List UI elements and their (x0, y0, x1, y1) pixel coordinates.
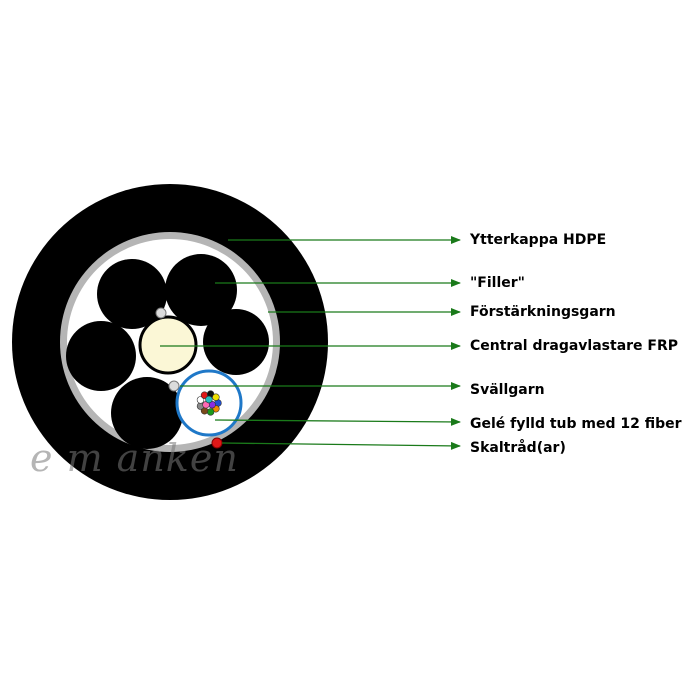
swell-yarn (168, 380, 180, 392)
leader-lines (160, 236, 461, 450)
label-outer-jacket: Ytterkappa HDPE (470, 232, 607, 248)
leader-line (221, 441, 461, 450)
filler-element (111, 377, 183, 449)
leader-line (214, 417, 461, 426)
central-strength-member (138, 315, 198, 375)
swell-yarn (155, 307, 167, 319)
fiber-bundle (196, 390, 222, 416)
filler-element (97, 259, 167, 329)
optical-fiber (206, 408, 215, 416)
filler-element (66, 321, 136, 391)
label-swell-yarn: Svällgarn (470, 382, 545, 398)
label-central-strength-member: Central dragavlastare FRP (470, 338, 679, 354)
optical-fiber (205, 395, 213, 404)
watermark: e m anken (30, 436, 239, 480)
optical-fiber (196, 396, 205, 404)
label-filler: "Filler" (470, 275, 525, 291)
filler-element (165, 254, 237, 326)
label-strength-yarn: Förstärkningsgarn (470, 304, 616, 320)
label-gel-filled-tube: Gelé fylld tub med 12 fiber (470, 416, 682, 432)
filler-element (203, 309, 269, 375)
label-ripcord: Skaltråd(ar) (470, 440, 566, 456)
optical-fiber (212, 393, 220, 401)
